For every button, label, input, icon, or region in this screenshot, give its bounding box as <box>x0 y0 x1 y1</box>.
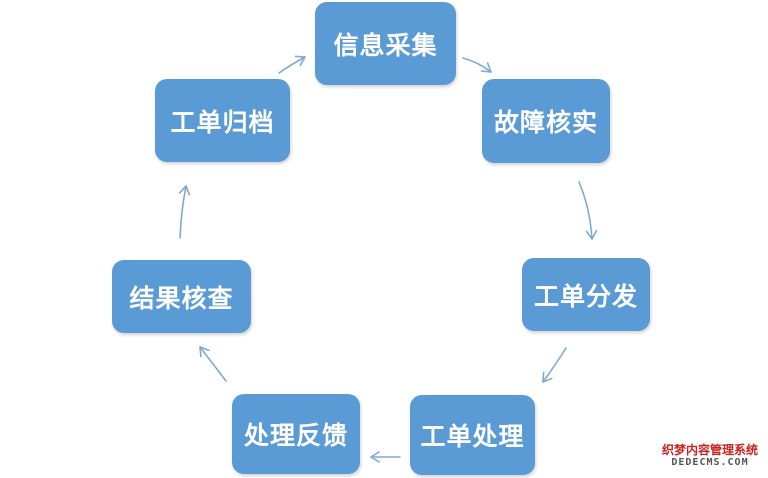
arrowhead-dispatch <box>585 229 598 240</box>
arrow-check-to-archive <box>179 185 187 239</box>
node-handle-feedback: 处理反馈 <box>232 394 360 474</box>
watermark-text-en: DEDECMS.COM <box>671 457 749 469</box>
node-order-handle: 工单处理 <box>410 395 535 475</box>
node-result-check: 结果核查 <box>112 260 251 333</box>
arrowhead-collect <box>294 55 306 66</box>
node-fault-verify: 故障核实 <box>482 79 610 163</box>
node-order-archive: 工单归档 <box>155 79 290 162</box>
arrow-feedback-to-check <box>199 346 227 382</box>
arrow-archive-to-collect <box>278 56 306 74</box>
node-order-dispatch: 工单分发 <box>522 258 650 331</box>
node-label: 工单归档 <box>170 107 275 137</box>
arrowhead-verify <box>480 62 492 73</box>
node-label: 信息采集 <box>333 30 438 60</box>
watermark-text-cn: 织梦内容管理系统 <box>661 443 758 457</box>
node-label: 工单分发 <box>533 281 638 311</box>
arrowhead-handle <box>542 371 553 383</box>
arrow-dispatch-to-handle <box>542 347 567 383</box>
node-info-collect: 信息采集 <box>315 2 456 85</box>
node-label: 结果核查 <box>129 283 234 313</box>
watermark: 织梦内容管理系统 DEDECMS.COM <box>655 443 765 469</box>
arrow-verify-to-dispatch <box>578 181 593 240</box>
arrowhead-feedback <box>370 451 380 463</box>
node-label: 故障核实 <box>493 108 598 137</box>
arrowhead-check <box>199 346 210 358</box>
arrowhead-archive <box>178 185 191 196</box>
node-label: 处理反馈 <box>243 421 348 450</box>
arrow-collect-to-verify <box>462 57 492 73</box>
node-label: 工单处理 <box>420 422 525 451</box>
